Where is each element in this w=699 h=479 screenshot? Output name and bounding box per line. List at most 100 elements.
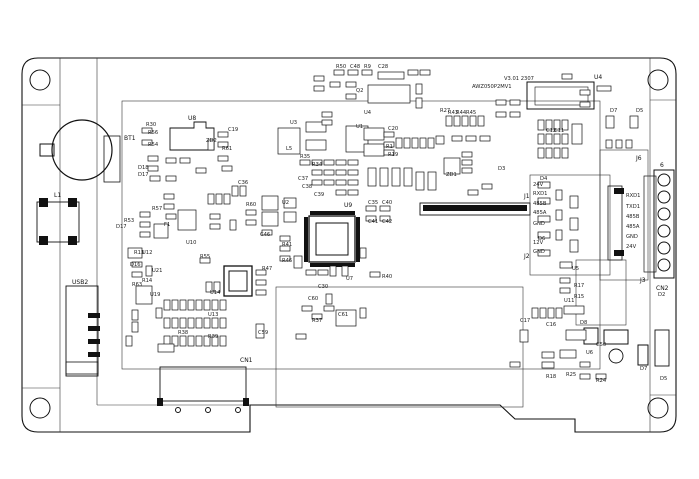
terminal-label: 485A <box>626 224 640 230</box>
svg-text:R24: R24 <box>596 378 607 384</box>
label-u1: U1 <box>356 124 363 130</box>
svg-text:C11: C11 <box>554 128 564 134</box>
svg-text:C38: C38 <box>302 184 312 190</box>
terminal-label: 24V <box>533 182 544 188</box>
svg-text:R9: R9 <box>364 64 371 70</box>
label-j6: J6 <box>635 155 642 162</box>
svg-text:C48: C48 <box>350 64 360 70</box>
svg-text:R15: R15 <box>574 294 584 300</box>
mcu-pins <box>304 211 360 267</box>
battery-bt1: BT1 <box>39 119 136 183</box>
svg-text:R61: R61 <box>222 146 232 152</box>
svg-text:D5: D5 <box>636 108 643 114</box>
svg-text:Q2: Q2 <box>356 88 363 94</box>
svg-text:R39: R39 <box>208 334 218 340</box>
terminal-area <box>529 149 649 326</box>
svg-text:C61: C61 <box>338 312 348 318</box>
svg-text:C46: C46 <box>260 232 270 238</box>
label-u11: U11 <box>564 298 574 304</box>
svg-text:D16: D16 <box>130 262 141 268</box>
terminal-label: 485B <box>533 201 547 207</box>
label-u4-b: U4 <box>364 110 372 116</box>
svg-text:R1: R1 <box>386 144 393 150</box>
svg-text:C30: C30 <box>318 284 328 290</box>
terminal-label: GND <box>626 234 638 240</box>
svg-text:R54: R54 <box>148 142 159 148</box>
connector-cn1: CN1 <box>157 357 253 413</box>
label-u7: U7 <box>346 276 353 282</box>
svg-text:D3: D3 <box>498 166 505 172</box>
mcu-u9: U9 <box>304 202 360 267</box>
label-u6: U6 <box>586 350 593 356</box>
svg-text:R14: R14 <box>142 278 153 284</box>
label-u5: U5 <box>572 266 579 272</box>
label-u21: U21 <box>152 268 162 274</box>
svg-text:CN1: CN1 <box>240 357 253 364</box>
svg-text:R40: R40 <box>382 274 392 280</box>
svg-text:C60: C60 <box>308 296 318 302</box>
label-j3: J3 <box>639 277 646 284</box>
svg-text:C41: C41 <box>368 219 378 225</box>
svg-text:C50: C50 <box>596 342 606 348</box>
svg-text:R63: R63 <box>132 282 142 288</box>
module-u14 <box>223 265 253 297</box>
svg-text:R56: R56 <box>148 130 158 136</box>
svg-text:BT1: BT1 <box>124 135 136 142</box>
svg-text:R46: R46 <box>282 258 292 264</box>
svg-text:U4: U4 <box>594 74 602 81</box>
terminal-label: 12V <box>533 240 544 246</box>
label-u2: U2 <box>282 200 289 206</box>
label-u13: U13 <box>208 312 218 318</box>
svg-text:R18: R18 <box>546 374 556 380</box>
svg-text:R47: R47 <box>262 266 272 272</box>
designator-labels: R50 C48 C28 R9 R27 Q2 R30 C19 C20 R1 R19… <box>116 64 667 384</box>
mount-hole-tr <box>647 69 669 91</box>
svg-text:R35: R35 <box>300 154 310 160</box>
terminal-label: TXD1 <box>625 204 640 210</box>
svg-text:D7: D7 <box>640 366 647 372</box>
terminal-label: GND <box>533 249 545 255</box>
svg-text:R57: R57 <box>152 206 162 212</box>
label-cn2: CN2 <box>656 285 669 292</box>
svg-text:D17: D17 <box>116 224 127 230</box>
svg-text:R55: R55 <box>200 254 210 260</box>
svg-text:F1: F1 <box>164 222 170 228</box>
svg-text:D8: D8 <box>580 320 587 326</box>
svg-text:C28: C28 <box>378 64 388 70</box>
board-name: AWZ050P2MV1 <box>472 84 512 90</box>
svg-text:U9: U9 <box>344 202 352 209</box>
svg-text:J1: J1 <box>523 193 530 200</box>
terminal-block: 6 <box>643 162 675 279</box>
mounting-holes <box>29 69 669 419</box>
svg-text:R41: R41 <box>282 242 292 248</box>
svg-text:R37: R37 <box>312 318 322 324</box>
svg-text:6: 6 <box>660 162 664 169</box>
svg-text:D18: D18 <box>138 165 149 171</box>
svg-text:R30: R30 <box>146 122 156 128</box>
svg-text:C20: C20 <box>388 126 398 132</box>
regulator-u6 <box>583 327 670 367</box>
label-j2: J2 <box>523 253 530 260</box>
terminal-label: 485B <box>626 214 640 220</box>
board-date: V3.01 2307 <box>504 76 534 82</box>
svg-text:C36: C36 <box>238 180 248 186</box>
svg-text:D4: D4 <box>540 176 548 182</box>
svg-text:L1: L1 <box>54 192 61 199</box>
label-u3: U3 <box>290 120 297 126</box>
svg-text:ZD2: ZD2 <box>206 138 217 144</box>
terminal-labels-left: 24V RXD1 485B 485A GND 12V GND <box>533 182 547 255</box>
svg-text:D17: D17 <box>138 172 149 178</box>
svg-text:R13: R13 <box>134 250 144 256</box>
connector-u4: U4 <box>526 74 602 110</box>
svg-text:C12: C12 <box>546 128 556 134</box>
svg-text:R25: R25 <box>566 372 576 378</box>
terminal-label: 485A <box>533 210 547 216</box>
usb-connector: USB2 <box>65 279 100 377</box>
mount-hole-br <box>647 397 669 419</box>
header-u8: U8 <box>169 115 215 151</box>
svg-text:C59: C59 <box>258 330 268 336</box>
board-outline <box>21 57 677 433</box>
svg-text:R45: R45 <box>466 110 476 116</box>
